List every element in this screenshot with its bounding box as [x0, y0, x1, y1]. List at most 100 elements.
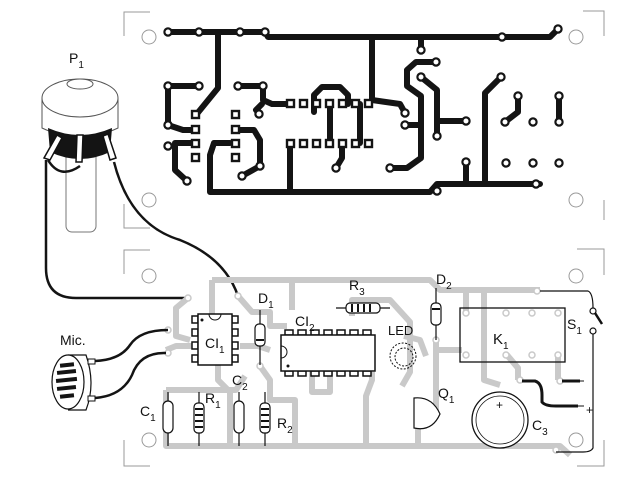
ic2-pad: [298, 138, 309, 149]
pad: [255, 161, 265, 171]
r3-label: R3: [349, 277, 365, 298]
mounting-hole: [568, 268, 584, 284]
d1-label: D1: [258, 290, 274, 311]
copper-trace: [235, 83, 293, 107]
component-board: CI1 CI2 D1 D2: [123, 248, 605, 467]
mounting-hole: [141, 192, 157, 208]
ic2-pad: [298, 98, 309, 109]
pad: [233, 81, 243, 91]
pad: [496, 72, 506, 82]
copper-trace: [482, 74, 504, 187]
pad: [163, 27, 173, 37]
wire: [94, 328, 169, 363]
relay-k1: K1: [459, 307, 566, 363]
ic1-pad: [190, 152, 201, 163]
pad: [432, 131, 442, 141]
ic-notch: [280, 345, 288, 359]
pad: [163, 81, 173, 91]
power-wires: [522, 379, 580, 408]
led: LED: [388, 323, 417, 370]
pad: [431, 57, 441, 67]
c3-polarity: +: [496, 398, 503, 412]
mounting-holes: [141, 29, 584, 208]
ic-body: [280, 334, 376, 372]
mic-wires: [94, 328, 169, 400]
pin1-dot: [200, 318, 204, 322]
ic1-pad: [230, 152, 241, 163]
ic1-pad: [190, 138, 201, 149]
ci2-label: CI2: [295, 313, 315, 334]
ic1-pad: [230, 109, 241, 120]
copper-trace: [165, 83, 202, 133]
ic2-pad: [324, 138, 335, 149]
mounting-hole: [141, 29, 157, 45]
pad: [237, 171, 247, 181]
ic-ci2: CI2: [280, 313, 376, 377]
transistor-q1: Q1: [413, 385, 455, 430]
pad: [497, 32, 507, 42]
switch-s1: S1: [540, 290, 604, 453]
pad: [400, 120, 410, 130]
ic1-pad: [230, 124, 241, 135]
ic1-pad: [190, 124, 201, 135]
copper-trace: [311, 84, 351, 115]
pad: [416, 72, 426, 82]
ic2-pad: [363, 138, 374, 149]
ic2-pad: [311, 98, 322, 109]
pot-knob-hole: [66, 78, 94, 90]
led-label: LED: [388, 323, 413, 338]
diode-d1: D1: [254, 290, 274, 365]
pad: [163, 141, 173, 151]
copper-trace: [207, 140, 293, 195]
pad: [194, 81, 204, 91]
pot-lugs: [42, 133, 117, 163]
pad: [461, 116, 471, 126]
wire: [46, 159, 81, 173]
k1-label: K1: [493, 331, 509, 352]
diode-d2: D2: [430, 271, 452, 340]
copper-board: [123, 10, 605, 229]
ic2-pad: [350, 98, 361, 109]
mic-grille: [55, 362, 78, 399]
pot-lug: [42, 133, 64, 161]
q1-label: Q1: [438, 385, 455, 406]
pad: [432, 186, 442, 196]
mounting-hole: [568, 29, 584, 45]
ic2-pad: [285, 138, 296, 149]
mounting-hole: [141, 268, 157, 284]
pad: [235, 27, 245, 37]
board-corner-marks: [123, 248, 605, 467]
c2-label: C2: [232, 372, 248, 393]
pad: [385, 163, 395, 173]
copper-trace: [287, 181, 543, 195]
c1-label: C1: [140, 403, 156, 424]
copper-trace: [172, 140, 199, 184]
r2-label: R2: [277, 415, 293, 436]
wire: [94, 351, 167, 400]
pad: [400, 108, 410, 118]
ic2-pad: [337, 98, 348, 109]
copper-trace: [502, 93, 521, 125]
ic1-pad: [190, 109, 201, 120]
copper-trace: [387, 59, 439, 171]
ic2-pad: [285, 98, 296, 109]
pin1-dot: [286, 364, 290, 368]
pad: [531, 179, 541, 189]
s1-label: S1: [567, 316, 582, 337]
wire: [44, 160, 188, 300]
supply-plus-label: +: [586, 403, 593, 417]
c3-label: C3: [532, 417, 548, 438]
resistor-r1: R1: [193, 390, 221, 446]
ic-notch: [208, 313, 222, 321]
potentiometer-p1: P1: [41, 50, 119, 233]
capacitor-c2: C2: [232, 372, 248, 446]
pad: [182, 176, 192, 186]
ic2-pad: [337, 138, 348, 149]
pad: [258, 81, 268, 91]
capacitor-c3: + C3: [471, 391, 548, 449]
capacitor-c1: C1: [140, 392, 174, 446]
copper-trace: [233, 127, 263, 179]
d2-label: D2: [436, 271, 452, 292]
copper-traces: [165, 26, 562, 195]
